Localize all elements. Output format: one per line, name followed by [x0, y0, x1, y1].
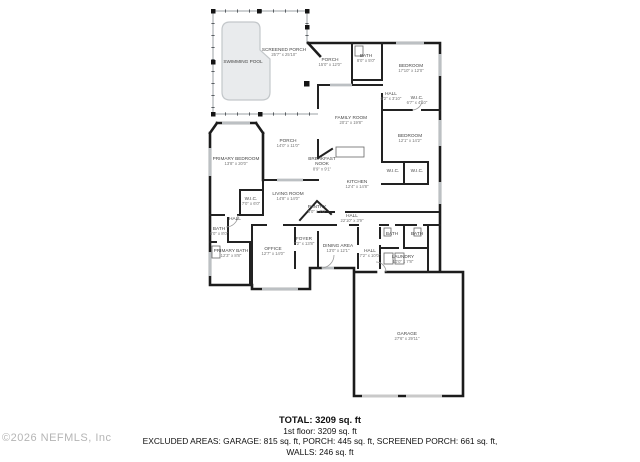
room-label-17: PANTRY	[308, 204, 327, 209]
door-arcs	[225, 99, 423, 273]
room-label-3: BATH	[360, 53, 372, 58]
windows-openings	[208, 41, 442, 398]
room-label-23: PRIMARY BATH	[214, 248, 249, 253]
room-label-7: FAMILY ROOM	[335, 115, 367, 120]
room-label-6: W.I.C.	[411, 95, 424, 100]
room-dims-10: 13'8" x 20'0"	[225, 161, 248, 166]
room-dims-9: 14'0" x 11'0"	[277, 143, 300, 148]
room-label-4: BEDROOM	[399, 63, 423, 68]
room-label-16: W.I.C.	[245, 196, 258, 201]
excluded-areas-text: EXCLUDED AREAS: GARAGE: 815 sq. ft, PORC…	[142, 436, 498, 447]
room-dims-6: 6'7" x 4'10"	[407, 100, 428, 105]
bath-tub	[211, 245, 221, 259]
room-label-9: PORCH	[280, 138, 297, 143]
room-dims-27: 10'0" x 7'8"	[393, 259, 414, 264]
dryer	[394, 252, 405, 265]
room-dims-24: 7'2" x 10'0"	[360, 253, 381, 258]
room-label-5: HALL	[385, 91, 397, 96]
watermark: ©2026 NEFMLS, Inc	[2, 432, 112, 444]
room-label-24: HALL	[364, 248, 376, 253]
room-label-20: BATH	[213, 226, 225, 231]
room-dims-2: 15'0" x 12'0"	[319, 62, 342, 67]
room-label-26: BATH	[411, 231, 423, 236]
kitchen-island	[335, 146, 365, 158]
room-dims-28: 12'7" x 14'0"	[262, 251, 285, 256]
room-dims-0: 25'7" x 25'10"	[271, 52, 297, 57]
room-dims-7: 20'1" x 19'8"	[340, 120, 363, 125]
room-label-21: FOYER	[296, 236, 313, 241]
room-label-0: SCREENED PORCH	[262, 47, 306, 52]
room-dims-3: 8'0" x 5'0"	[357, 58, 376, 63]
room-dims-17: 5'0" x 7'0"	[308, 209, 327, 214]
room-label-15: LIVING ROOM	[272, 191, 303, 196]
room-dims-5: 6'2" x 3'10"	[381, 96, 402, 101]
room-label-8: BEDROOM	[398, 133, 422, 138]
room-label-27: LAUNDRY	[392, 254, 415, 259]
room-label-14: KITCHEN	[347, 179, 368, 184]
room-label-22: DINING AREA	[323, 243, 354, 248]
swimming-pool-shape	[221, 21, 271, 101]
room-label-2: PORCH	[322, 57, 339, 62]
vanity	[354, 45, 364, 57]
room-label-11: NOOK	[315, 161, 330, 166]
first-floor-area-text: 1st floor: 3209 sq. ft	[283, 425, 357, 436]
room-label-25: BATH	[386, 231, 398, 236]
walls-area-text: WALLS: 246 sq. ft	[286, 446, 354, 457]
room-dims-14: 12'4" x 14'8"	[346, 184, 369, 189]
room-label-1: SWIMMING POOL	[223, 59, 263, 64]
toilet	[383, 227, 392, 237]
room-dims-4: 17'10" x 12'0"	[398, 68, 424, 73]
room-label-10: PRIMARY BEDROOM	[213, 156, 260, 161]
room-dims-16: 7'0" x 6'0"	[242, 201, 261, 206]
room-label-12: W.I.C.	[387, 168, 400, 173]
room-label-19: HALL	[346, 213, 358, 218]
screen-enclosure	[211, 9, 318, 117]
room-dims-23: 12'3" x 8'8"	[221, 253, 242, 258]
room-dims-19: 22'10" x 3'9"	[341, 218, 364, 223]
room-dims-8: 12'1" x 14'2"	[399, 138, 422, 143]
room-dims-20: 5'0" x 8'0"	[210, 231, 229, 236]
room-label-28: OFFICE	[264, 246, 281, 251]
room-dims-15: 14'8" x 14'0"	[277, 196, 300, 201]
room-label-18: HALL	[229, 216, 241, 221]
fixtures	[211, 45, 422, 265]
interior-walls	[209, 42, 441, 286]
toilet	[413, 227, 422, 237]
room-label-13: W.I.C.	[411, 168, 424, 173]
room-label-11: BREAKFAST	[308, 156, 336, 161]
area-summary: TOTAL: 3209 sq. ft 1st floor: 3209 sq. f…	[0, 414, 640, 457]
room-dims-22: 13'0" x 12'1"	[327, 248, 350, 253]
washer	[383, 252, 394, 265]
room-dims-21: 7'2" x 13'8"	[294, 241, 315, 246]
room-dims-29: 27'6" x 29'11"	[395, 336, 420, 341]
total-area-text: TOTAL: 3209 sq. ft	[279, 414, 361, 425]
room-dims-11: 8'9" x 9'1"	[313, 166, 332, 171]
room-label-29: GARAGE	[397, 331, 417, 336]
